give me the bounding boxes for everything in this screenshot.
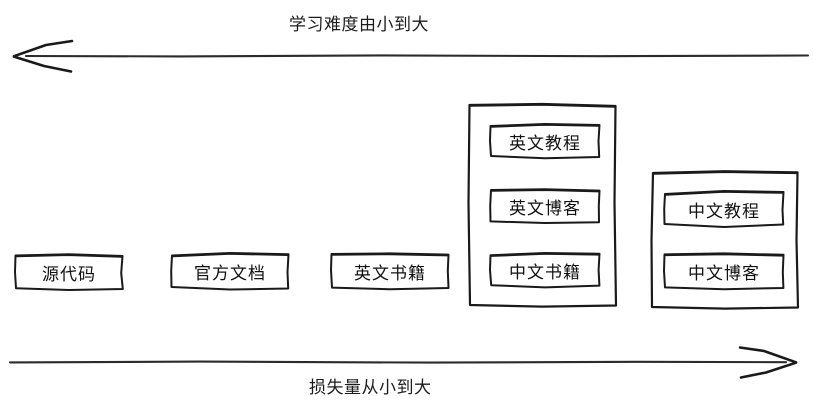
node-label: 中文教程 bbox=[688, 201, 760, 222]
node-label: 英文博客 bbox=[509, 198, 581, 219]
node-chinese-books[interactable]: 中文书籍 bbox=[489, 252, 601, 289]
node-chinese-tutorials[interactable]: 中文教程 bbox=[663, 190, 785, 228]
node-label: 中文博客 bbox=[688, 263, 760, 284]
top-axis-label: 学习难度由小到大 bbox=[289, 15, 429, 35]
node-source-code[interactable]: 源代码 bbox=[14, 253, 124, 291]
node-chinese-blogs[interactable]: 中文博客 bbox=[663, 252, 785, 291]
bottom-axis-arrow bbox=[8, 346, 798, 379]
node-label: 中文书籍 bbox=[509, 262, 581, 283]
node-english-blogs[interactable]: 英文博客 bbox=[489, 188, 601, 224]
node-english-tutorials[interactable]: 英文教程 bbox=[489, 123, 601, 160]
node-label: 英文书籍 bbox=[354, 263, 426, 284]
node-english-books[interactable]: 英文书籍 bbox=[330, 252, 450, 291]
node-label: 源代码 bbox=[42, 264, 96, 285]
bottom-axis-label: 损失量从小到大 bbox=[309, 378, 432, 398]
top-axis-arrow bbox=[12, 39, 810, 73]
node-official-docs[interactable]: 官方文档 bbox=[170, 252, 290, 291]
node-label: 英文教程 bbox=[509, 133, 581, 154]
node-label: 官方文档 bbox=[194, 263, 266, 284]
